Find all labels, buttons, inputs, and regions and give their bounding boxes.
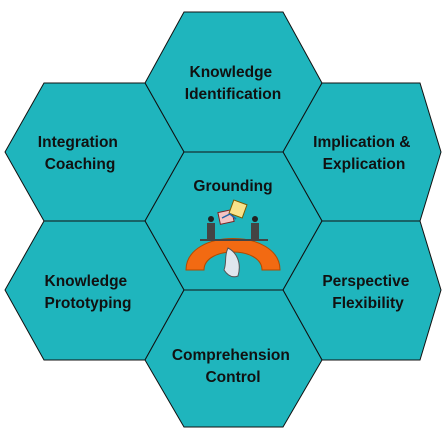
hexagon-knowledge-identification: Knowledge Identification — [144, 11, 323, 153]
hexagon-perspective-flexibility: Perspective Flexibility — [282, 220, 442, 361]
person-icon-left — [207, 216, 215, 240]
hexagon-shape — [144, 289, 323, 428]
document-exchange-icon — [217, 199, 248, 225]
hexagon-comprehension-control: Comprehension Control — [144, 289, 323, 428]
hexagon-grounding: Grounding — [144, 151, 323, 291]
arch-shape — [185, 238, 281, 271]
hexagon-implication-explication: Implication & Explication — [282, 82, 442, 222]
hexagon-label: Grounding — [193, 178, 272, 195]
person-icon-right — [251, 216, 259, 240]
hexagon-label: Knowledge Identification — [185, 64, 281, 103]
hexagon-integration-coaching: Integration Coaching — [4, 82, 185, 222]
hexagon-label: Perspective Flexibility — [322, 273, 413, 312]
cloth-shape — [223, 247, 240, 278]
hexagon-label: Integration Coaching — [38, 134, 122, 173]
bridge-with-people-icon — [185, 199, 281, 278]
hexagon-label: Implication & Explication — [313, 134, 415, 173]
hexagon-label: Knowledge Prototyping — [45, 273, 132, 312]
hexagon-label: Comprehension Control — [172, 347, 294, 386]
